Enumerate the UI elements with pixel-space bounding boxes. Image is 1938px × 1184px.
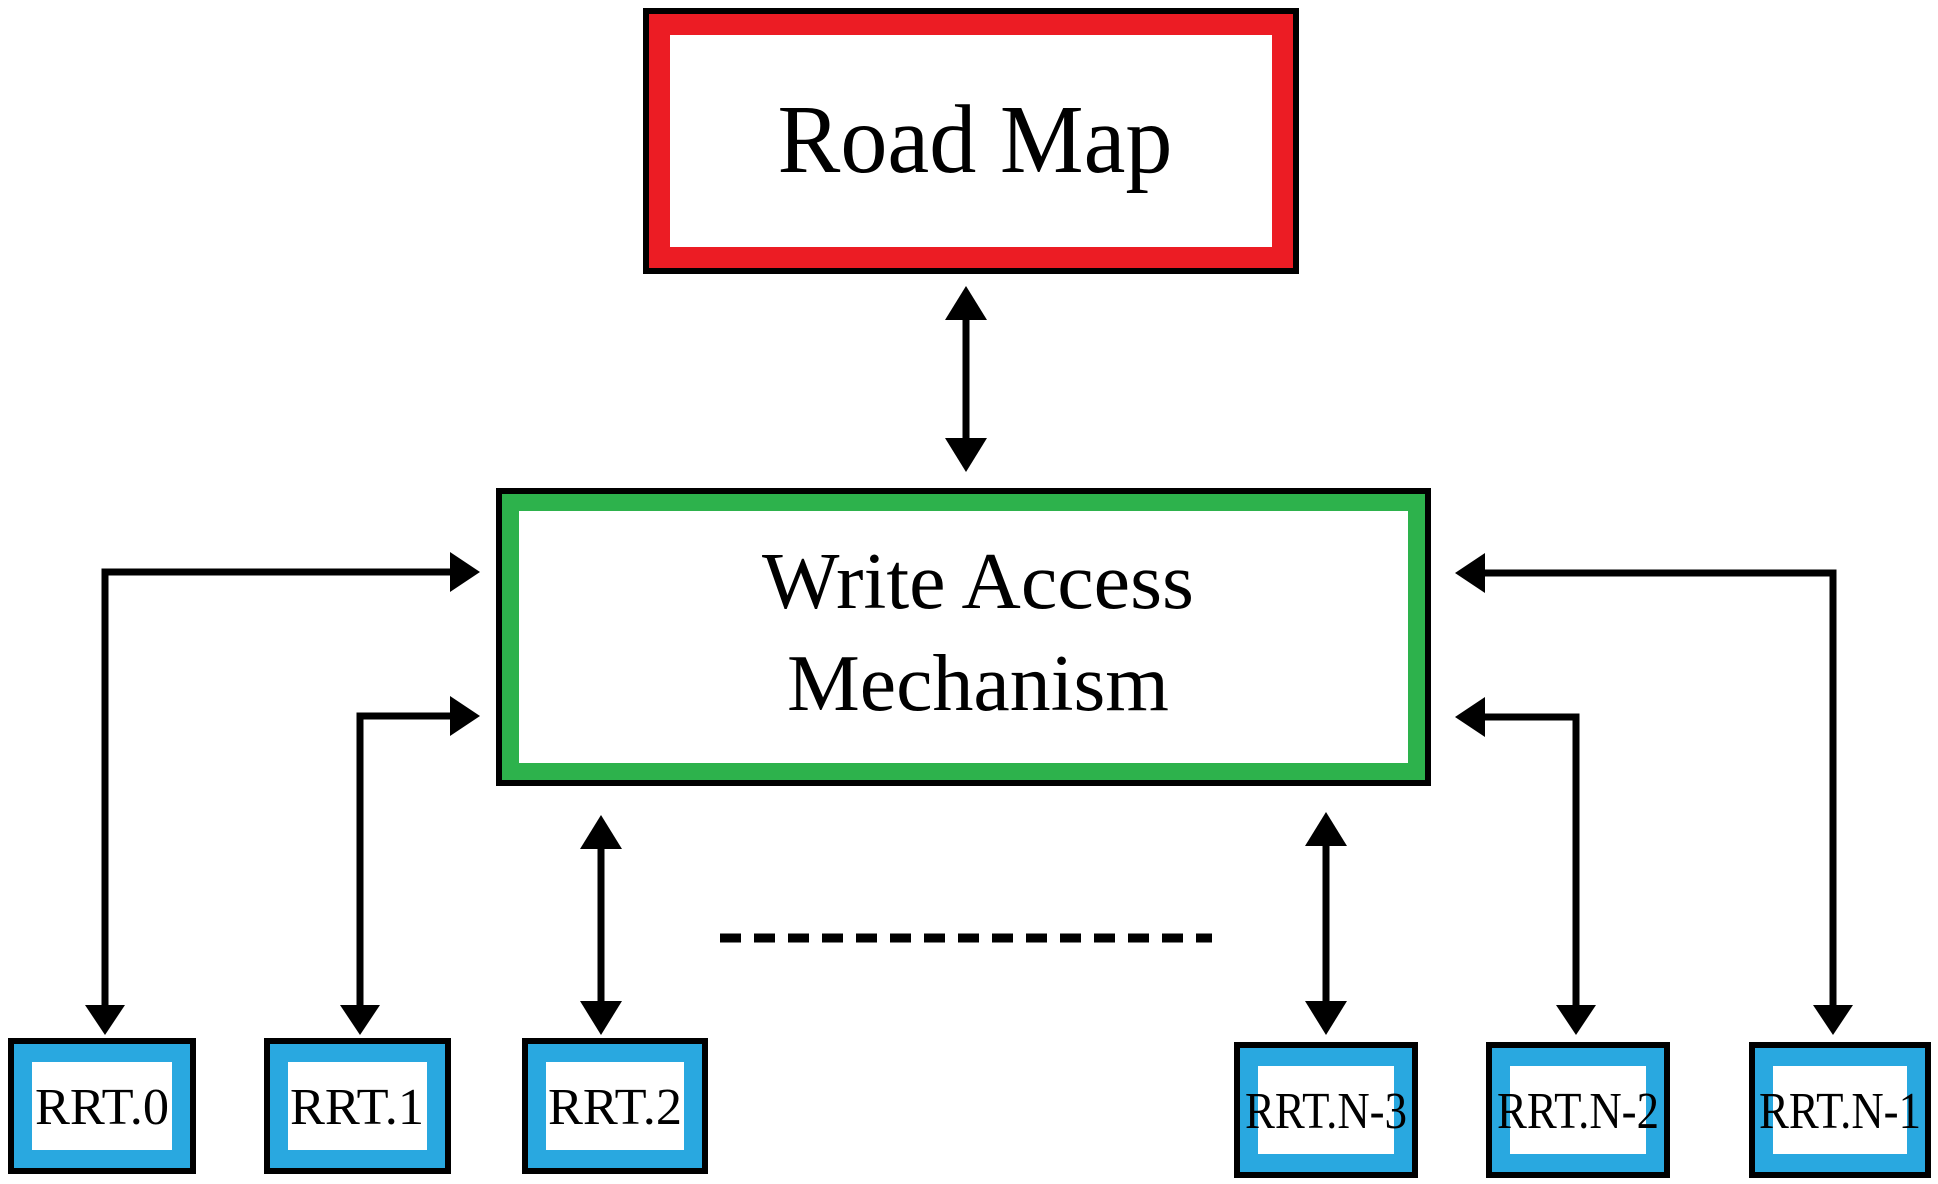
rrt-n2-node: RRT.N-2 [1486, 1042, 1670, 1178]
rrt-1-label: RRT.1 [290, 1079, 424, 1136]
rrt-n2-inner [1510, 1066, 1646, 1154]
arrowhead-down-icon [1556, 1005, 1596, 1035]
arrowhead-down-icon [580, 1001, 622, 1035]
rrt-n3-inner [1258, 1066, 1394, 1154]
arrow-shaft [356, 712, 450, 1005]
arrowhead-down-icon [945, 438, 987, 472]
write-access-label-line1: Write Access [762, 538, 1194, 626]
arrowhead-down-icon [340, 1005, 380, 1035]
arrowhead-right-icon [450, 552, 480, 592]
arrowhead-left-icon [1455, 697, 1485, 737]
arrow-shaft [1485, 569, 1837, 1005]
write-access-label-line2: Mechanism [787, 640, 1169, 728]
arrow-roadmap-writeaccess [945, 286, 987, 472]
arrow-rrtn3-writeaccess [1305, 812, 1347, 1035]
arrowhead-up-icon [945, 286, 987, 320]
rrt-2-label: RRT.2 [548, 1079, 682, 1136]
arrow-shaft [1485, 713, 1580, 1005]
road-map-inner [670, 35, 1272, 247]
write-access-inner [519, 511, 1408, 763]
rrt-0-label: RRT.0 [35, 1079, 169, 1136]
arrowhead-up-icon [1305, 812, 1347, 846]
arrow-rrtn1-writeaccess [1455, 553, 1853, 1035]
rrt-2-node: RRT.2 [522, 1038, 708, 1174]
arrowhead-down-icon [85, 1005, 125, 1035]
road-map-node: Road Map [643, 8, 1299, 274]
rrt-1-node: RRT.1 [264, 1038, 451, 1174]
arrow-rrt2-writeaccess [580, 815, 622, 1035]
rrt-2-inner [546, 1062, 684, 1150]
arrow-rrtn2-writeaccess [1455, 697, 1596, 1035]
arrowhead-up-icon [580, 815, 622, 849]
rrt-0-inner [32, 1062, 172, 1150]
rrt-0-node: RRT.0 [8, 1038, 196, 1174]
arrowhead-right-icon [450, 696, 480, 736]
road-map-label: Road Map [778, 86, 1173, 194]
rrt-1-inner [288, 1062, 427, 1150]
rrt-n1-inner [1773, 1066, 1907, 1154]
arrow-rrt1-writeaccess [340, 696, 480, 1035]
write-access-mechanism-node: Write Access Mechanism [496, 488, 1431, 786]
rrt-n2-label: RRT.N-2 [1497, 1083, 1659, 1140]
arrowhead-down-icon [1813, 1005, 1853, 1035]
rrt-n3-node: RRT.N-3 [1234, 1042, 1418, 1178]
arrow-shaft [101, 568, 450, 1005]
arrow-rrt0-writeaccess [85, 552, 480, 1035]
rrt-n1-label: RRT.N-1 [1759, 1083, 1921, 1140]
arrowhead-down-icon [1305, 1001, 1347, 1035]
rrt-n3-label: RRT.N-3 [1245, 1083, 1407, 1140]
rrt-n1-node: RRT.N-1 [1749, 1042, 1931, 1178]
arrowhead-left-icon [1455, 553, 1485, 593]
